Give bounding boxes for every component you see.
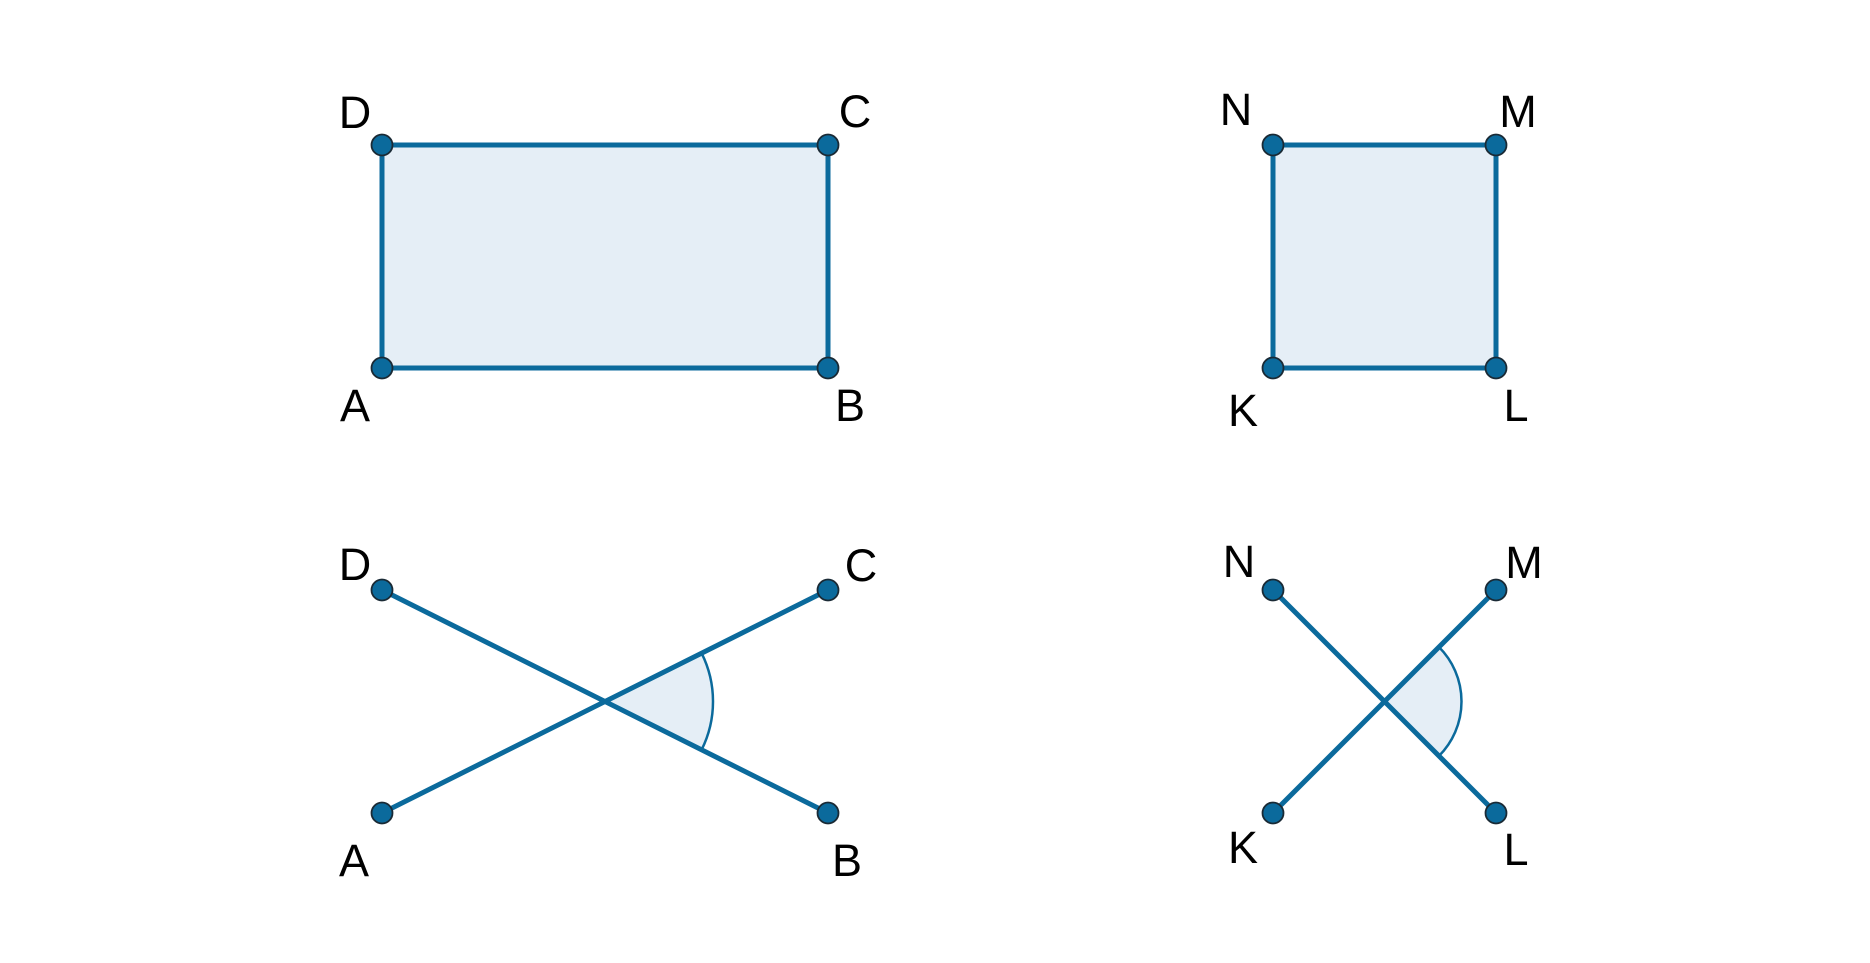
vertex-k — [1261, 356, 1285, 380]
label-a: A — [340, 380, 370, 431]
rectangle-diagonals: D C A B — [339, 539, 878, 886]
rectangle-abcd: D C A B — [339, 86, 872, 431]
label-l: L — [1503, 380, 1528, 431]
label-m: M — [1499, 86, 1537, 137]
label-n: N — [1220, 84, 1253, 135]
angle-sector — [605, 653, 713, 750]
square-klmn: N M K L — [1220, 84, 1537, 436]
vertex-a — [370, 356, 394, 380]
label-a: A — [339, 835, 369, 886]
label-c: C — [839, 86, 872, 137]
vertex-m — [1484, 133, 1508, 157]
vertex-d — [370, 578, 394, 602]
label-k: K — [1228, 385, 1258, 436]
label-l: L — [1503, 824, 1528, 875]
vertex-c — [816, 133, 840, 157]
label-d: D — [339, 539, 372, 590]
vertex-c — [816, 578, 840, 602]
label-n: N — [1223, 536, 1256, 587]
label-b: B — [835, 380, 865, 431]
vertex-a — [370, 801, 394, 825]
diagonal-ln — [1271, 588, 1498, 815]
vertex-l — [1484, 356, 1508, 380]
vertex-l — [1484, 801, 1508, 825]
angle-sector — [1384, 647, 1462, 756]
vertex-m — [1484, 578, 1508, 602]
vertex-b — [816, 801, 840, 825]
label-b: B — [832, 835, 862, 886]
label-k: K — [1228, 822, 1258, 873]
label-d: D — [339, 87, 372, 138]
square-diagonals: N M K L — [1223, 536, 1543, 875]
label-m: M — [1505, 537, 1543, 588]
angle-arc — [700, 652, 715, 751]
vertex-d — [370, 133, 394, 157]
square-shape — [1270, 142, 1499, 371]
vertex-n — [1261, 133, 1285, 157]
vertex-n — [1261, 578, 1285, 602]
label-c: C — [845, 540, 878, 591]
diagonal-bd — [380, 587, 830, 816]
rectangle-shape — [379, 142, 831, 371]
vertex-b — [816, 356, 840, 380]
vertex-k — [1261, 801, 1285, 825]
angle-arc — [1438, 646, 1463, 757]
